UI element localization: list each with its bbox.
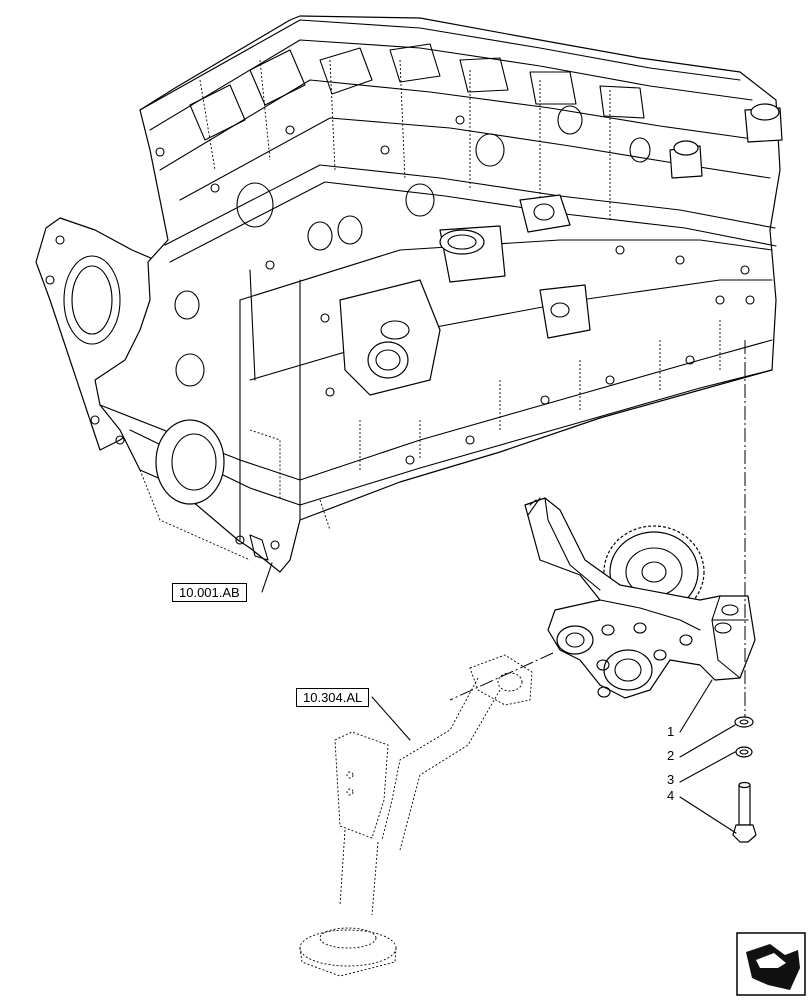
engine-block (35, 15, 783, 573)
washer-part-1 (734, 716, 754, 728)
oil-pump-assembly (524, 497, 756, 699)
fastener-stack (449, 340, 757, 843)
oil-suction-pipe-reference-link[interactable]: 10.304.AL (296, 688, 370, 707)
engine-block-reference-link[interactable]: 10.001.AB (172, 583, 247, 602)
callout-1: 1 (667, 724, 675, 739)
callout-3: 3 (667, 772, 675, 787)
callout-2: 2 (667, 748, 675, 763)
next-page-arrow-icon[interactable] (736, 932, 806, 996)
bolt-part-4 (738, 784, 751, 826)
oil-suction-pipe (299, 654, 533, 977)
washer-part-2 (735, 746, 753, 758)
leader-lines (261, 562, 737, 834)
nav-icon-graphic (736, 932, 806, 996)
callout-4: 4 (667, 788, 675, 803)
